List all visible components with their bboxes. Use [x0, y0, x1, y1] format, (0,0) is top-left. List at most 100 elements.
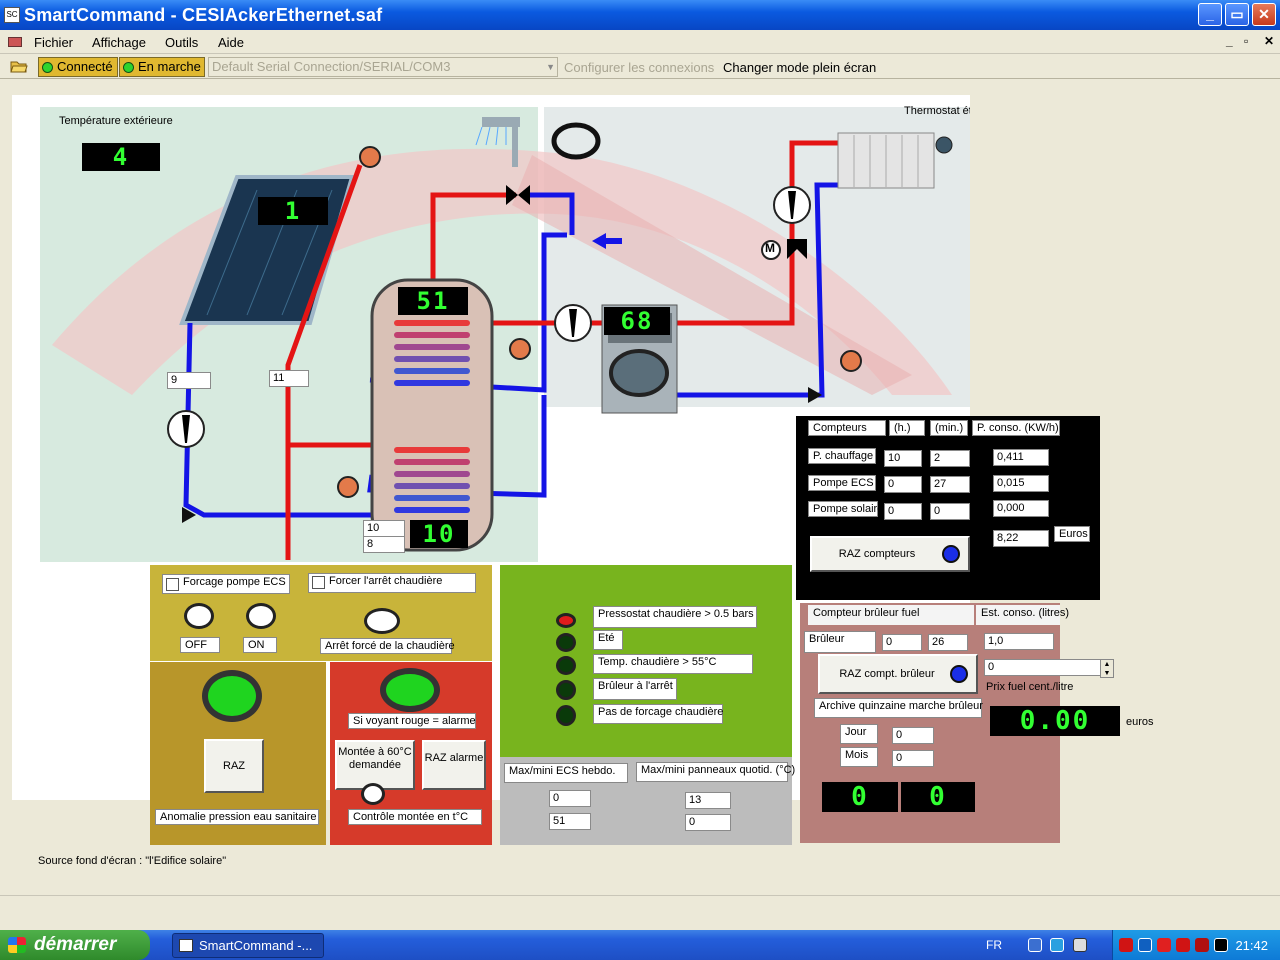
alert-icon[interactable] [1214, 938, 1228, 952]
wallpaper-source-note: Source fond d'écran : "l'Edifice solaire… [38, 855, 227, 867]
open-folder-icon[interactable] [10, 58, 28, 74]
panel-minmax-label: Max/mini panneaux quotid. (°C) [636, 762, 795, 782]
pressure-reset-button[interactable]: RAZ [204, 739, 264, 793]
tank-top-temp-display: 51 [398, 287, 468, 315]
pressure-anomaly-label: Anomalie pression eau sanitaire [155, 809, 319, 825]
forcing-panel: Forcage pompe ECS Forcer l'arrêt chaudiè… [150, 565, 492, 661]
total-cost-unit: Euros [1054, 526, 1090, 542]
summer-label: Eté [593, 630, 623, 650]
estimated-consumption-label: Est. conso. (litres) [976, 605, 1069, 625]
force-stop-label: Forcer l'arrêt chaudière [329, 575, 443, 587]
language-indicator[interactable]: FR [986, 938, 1002, 952]
force-pump-option[interactable]: Forcage pompe ECS [162, 574, 290, 594]
heating-pump-minutes: 2 [930, 450, 970, 467]
menu-aide[interactable]: Aide [218, 35, 245, 50]
reset-burner-label: RAZ compt. brûleur [839, 668, 935, 680]
boiler-temp-label: Temp. chaudière > 55°C [593, 654, 753, 674]
browser-icon[interactable] [1050, 938, 1064, 952]
thermostat-label: Thermostat étage [904, 105, 970, 117]
shield-icon[interactable] [1157, 938, 1171, 952]
connection-select[interactable]: Default Serial Connection/SERIAL/COM3 ▼ [208, 57, 558, 77]
fullscreen-button[interactable]: Changer mode plein écran [723, 60, 877, 75]
title-bar: SC SmartCommand - CESIAckerEthernet.saf … [0, 0, 1280, 30]
heating-pump-label: P. chauffage [808, 448, 876, 464]
archive-month-display: 0 [901, 782, 975, 812]
security-icon[interactable] [1195, 938, 1209, 952]
menu-outils[interactable]: Outils [165, 35, 199, 50]
reset-alarm-button[interactable]: RAZ alarme [422, 740, 486, 790]
menu-fichier[interactable]: Fichier [34, 35, 74, 50]
outdoor-temp-display: 4 [82, 143, 160, 171]
rise-60-button[interactable]: Montée à 60°C demandée [335, 740, 415, 790]
menu-affichage[interactable]: Affichage [92, 35, 146, 50]
solar-in-field: 9 [167, 372, 211, 389]
taskbar: démarrer SmartCommand -... FR 21:42 [0, 930, 1280, 960]
connection-select-value: Default Serial Connection/SERIAL/COM3 [212, 59, 451, 74]
burner-hours-field: 0 [882, 634, 922, 651]
fuel-price-input[interactable]: 0 [984, 659, 1102, 676]
configure-connections-button[interactable]: Configurer les connexions [564, 60, 715, 75]
archive-day-display: 0 [822, 782, 898, 812]
solar-pump-label: Pompe solaire [808, 501, 883, 517]
reset-burner-icon [950, 665, 968, 683]
fuel-price-spinner[interactable]: ▲▼ [1100, 659, 1114, 678]
windows-logo-icon [8, 937, 26, 953]
mdi-minimize-button[interactable]: _ [1226, 34, 1233, 48]
connected-status-icon [42, 62, 53, 73]
reset-counters-label: RAZ compteurs [838, 548, 916, 560]
summer-lamp [556, 633, 576, 652]
main-canvas: Température extérieure 4 Thermostat étag… [10, 90, 1272, 895]
outdoor-temp-label: Température extérieure [59, 115, 173, 127]
start-label: démarrer [34, 934, 117, 955]
counters-header-power: P. conso. (KW/h) [972, 420, 1060, 436]
on-indicator-lamp [246, 603, 276, 629]
forced-stop-label: Arrêt forcé de la chaudière [320, 638, 455, 654]
connected-button[interactable]: Connecté [38, 57, 118, 77]
reset-counters-button[interactable]: RAZ compteurs [810, 536, 970, 572]
force-stop-option[interactable]: Forcer l'arrêt chaudière [308, 573, 476, 593]
ecs-pump-power: 0,015 [993, 475, 1049, 492]
menu-bar: Fichier Affichage Outils Aide _ ▫ ✕ [0, 30, 1280, 54]
force-pump-checkbox[interactable] [166, 578, 179, 591]
app-icon: SC [4, 7, 20, 23]
running-button[interactable]: En marche [119, 57, 205, 77]
ati-icon[interactable] [1176, 938, 1190, 952]
start-button[interactable]: démarrer [0, 930, 150, 960]
estimated-consumption-field: 1,0 [984, 633, 1054, 650]
solar-pump-minutes: 0 [930, 503, 970, 520]
toolbar: Connecté En marche Default Serial Connec… [0, 55, 1280, 79]
minimize-button[interactable]: _ [1198, 3, 1222, 26]
no-forcing-label: Pas de forcage chaudière [593, 704, 723, 724]
rise-control-label: Contrôle montée en t°C [348, 809, 482, 825]
tank-input-b-field: 8 [363, 536, 405, 553]
boiler-temp-lamp [556, 656, 576, 675]
display-icon[interactable] [1138, 938, 1152, 952]
clock[interactable]: 21:42 [1235, 938, 1268, 953]
amd-icon[interactable] [1119, 938, 1133, 952]
fuel-price-label: Prix fuel cent./litre [986, 681, 1074, 693]
fuel-cost-display: 0.00 [990, 706, 1120, 736]
month-field: 0 [892, 750, 934, 767]
day-field: 0 [892, 727, 934, 744]
reset-counters-icon [942, 545, 960, 563]
counters-header-minutes: (min.) [930, 420, 968, 436]
close-button[interactable]: ✕ [1252, 3, 1276, 26]
solar-pump-hours: 0 [884, 503, 922, 520]
burner-archive-label: Archive quinzaine marche brûleur [814, 698, 983, 718]
taskbar-item-smartcommand[interactable]: SmartCommand -... [172, 933, 324, 958]
maximize-button[interactable]: ▭ [1225, 3, 1249, 26]
mdi-close-button[interactable]: ✕ [1264, 34, 1275, 48]
force-stop-checkbox[interactable] [312, 576, 325, 589]
pressure-ok-lamp [556, 613, 576, 628]
taskbar-item-label: SmartCommand -... [199, 938, 313, 953]
ecs-max-field: 0 [549, 790, 591, 807]
panel-max-field: 13 [685, 792, 731, 809]
document-icon[interactable] [8, 37, 22, 47]
window-title: SmartCommand - CESIAckerEthernet.saf [24, 5, 383, 25]
fuel-cost-unit: euros [1126, 716, 1154, 728]
mdi-restore-button[interactable]: ▫ [1244, 34, 1249, 48]
network-icon[interactable] [1028, 938, 1042, 952]
counters-header-label: Compteurs [808, 420, 886, 436]
device-icon[interactable] [1073, 938, 1087, 952]
motor-valve-label: M [765, 241, 775, 255]
